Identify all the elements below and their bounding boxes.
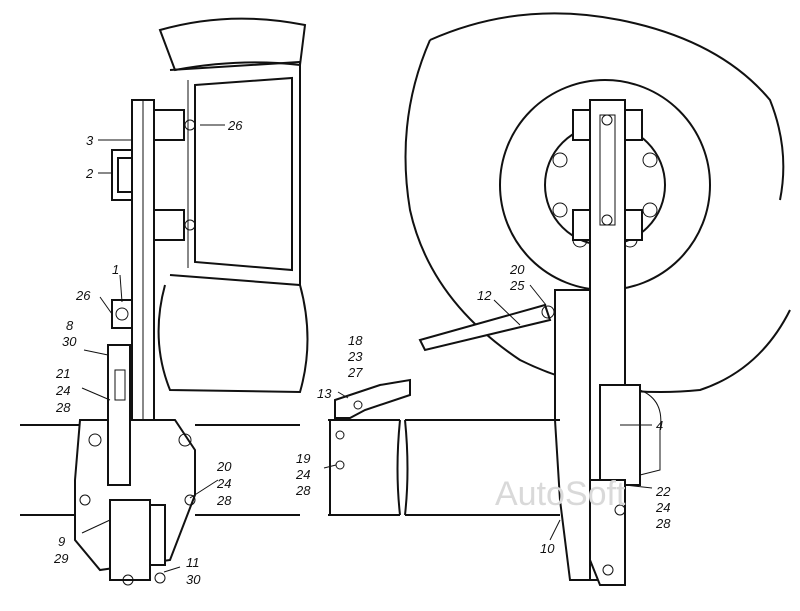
callout-3: 3 (86, 133, 94, 148)
callout-28-right: 28 (655, 516, 671, 531)
callout-8: 8 (66, 318, 74, 333)
callout-20-right: 20 (509, 262, 525, 277)
callout-9: 9 (58, 534, 65, 549)
callout-13: 13 (317, 386, 332, 401)
callout-28-left-plate: 28 (216, 493, 232, 508)
callout-24-left: 24 (55, 383, 70, 398)
callout-24-left-plate: 24 (216, 476, 231, 491)
callout-1: 1 (112, 262, 119, 277)
callout-24-middle: 24 (295, 467, 310, 482)
callout-30-lower: 30 (186, 572, 201, 587)
watermark: AutoSoft (495, 475, 626, 513)
callouts-right-view: 20 25 12 4 22 24 28 10 (477, 262, 671, 556)
right-view-wheel-carrier (404, 12, 791, 586)
callout-22: 22 (655, 484, 671, 499)
callout-11: 11 (186, 555, 200, 570)
callout-21: 21 (55, 366, 70, 381)
callout-25: 25 (509, 278, 525, 293)
callout-29: 29 (53, 551, 68, 566)
callout-26-lower: 26 (75, 288, 91, 303)
callout-24-right: 24 (655, 500, 670, 515)
middle-view-frame-section (328, 378, 550, 516)
callout-28-middle: 28 (295, 483, 311, 498)
left-view-spare-wheel-mount (20, 17, 309, 586)
callout-27: 27 (347, 365, 363, 380)
callout-23: 23 (347, 349, 363, 364)
callouts-left-view: 3 2 26 1 26 8 30 21 24 28 20 24 28 9 29 … (53, 118, 243, 587)
callout-26-upper: 26 (227, 118, 243, 133)
callout-30-upper: 30 (62, 334, 77, 349)
callouts-middle-view: 18 23 27 13 19 24 28 (295, 333, 363, 498)
leader-lines (81, 124, 653, 573)
callout-2: 2 (85, 166, 94, 181)
callout-18: 18 (348, 333, 363, 348)
callout-20-left: 20 (216, 459, 232, 474)
callout-4: 4 (656, 418, 663, 433)
callout-19: 19 (296, 451, 310, 466)
callout-10: 10 (540, 541, 555, 556)
callout-12: 12 (477, 288, 492, 303)
callout-28-left: 28 (55, 400, 71, 415)
